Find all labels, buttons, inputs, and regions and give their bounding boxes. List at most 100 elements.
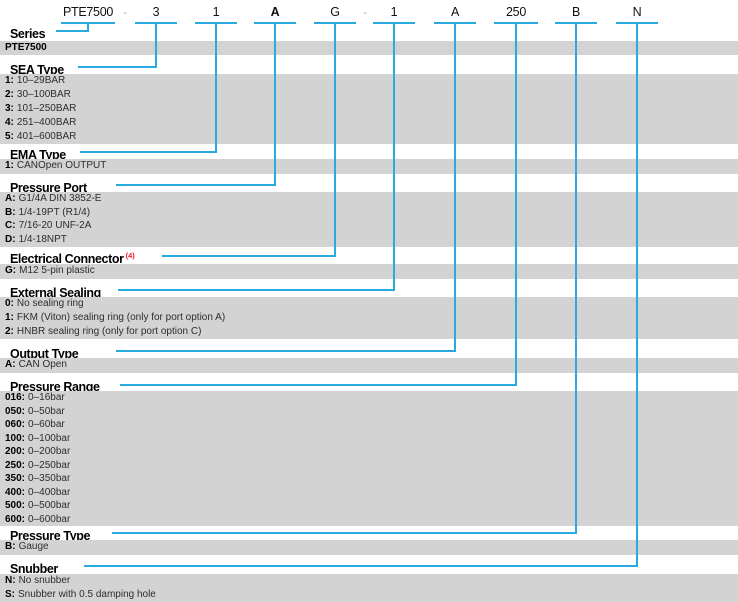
option-row: 3:101–250BAR — [0, 102, 738, 116]
option-key: 2: — [5, 326, 14, 337]
option-key: 1: — [5, 75, 14, 86]
option-row: 0:No sealing ring — [0, 297, 738, 311]
option-row: 500:0–500bar — [0, 499, 738, 513]
option-row: 016:0–16bar — [0, 391, 738, 405]
option-row: 2:HNBR sealing ring (only for port optio… — [0, 325, 738, 339]
option-key: B: — [5, 541, 16, 552]
option-desc: 101–250BAR — [16, 103, 77, 114]
option-key: N: — [5, 575, 16, 586]
section-band-pressure-type: B:Gauge — [0, 540, 738, 555]
option-key: 500: — [5, 500, 26, 511]
option-desc: 0–350bar — [28, 473, 71, 484]
option-key: 4: — [5, 117, 14, 128]
option-desc: 0–500bar — [28, 500, 71, 511]
option-desc: 0–250bar — [28, 459, 71, 471]
option-desc: 1/4-18NPT — [18, 233, 67, 245]
code-segment-pressure-type: B — [571, 5, 581, 19]
option-key: 600: — [5, 513, 26, 525]
option-desc: 30–100BAR — [16, 89, 71, 100]
option-key: S: — [5, 589, 15, 600]
option-row: 600:0–600bar — [0, 513, 738, 527]
option-desc: HNBR sealing ring (only for port option … — [16, 326, 202, 337]
code-segment-pressure-range: 250 — [506, 5, 526, 19]
option-row: 250:0–250bar — [0, 459, 738, 473]
option-desc: Snubber with 0.5 damping hole — [18, 589, 156, 600]
option-key: 1: — [5, 312, 14, 323]
code-segment-pressure-port: A — [270, 5, 280, 19]
option-row: A:CAN Open — [0, 358, 738, 372]
option-desc: 10–29BAR — [16, 75, 66, 86]
section-band-electrical-connector: G:M12 5-pin plastic — [0, 264, 738, 279]
option-desc: Gauge — [18, 541, 49, 552]
section-band-external-sealing: 0:No sealing ring 1:FKM (Viton) sealing … — [0, 297, 738, 339]
option-key: 050: — [5, 405, 26, 417]
section-title-pressure-type: Pressure Type — [10, 529, 91, 544]
option-key: 060: — [5, 419, 26, 430]
option-key: 350: — [5, 473, 26, 484]
code-segment-series: PTE7500 — [62, 5, 114, 19]
footnote-superscript: (4) — [125, 251, 135, 260]
option-key: 1: — [5, 160, 14, 171]
option-key: A: — [5, 193, 16, 204]
option-row: 100:0–100bar — [0, 432, 738, 446]
option-desc: 0–200bar — [28, 446, 71, 457]
option-key: B: — [5, 206, 16, 218]
code-segment-sealing: 1 — [390, 5, 398, 19]
option-key: 0: — [5, 298, 14, 309]
code-separator: - — [123, 5, 127, 19]
option-key: PTE7500 — [5, 42, 47, 53]
option-row: A:G1/4A DIN 3852-E — [0, 192, 738, 206]
option-key: 100: — [5, 432, 26, 444]
option-row: 060:0–60bar — [0, 418, 738, 432]
option-row: G:M12 5-pin plastic — [0, 264, 738, 278]
option-desc: 401–600BAR — [16, 131, 77, 142]
option-desc: 0–60bar — [28, 419, 65, 430]
code-separator: - — [363, 5, 367, 19]
section-band-pressure-port: A:G1/4A DIN 3852-E B:1/4-19PT (R1/4) C:7… — [0, 192, 738, 247]
option-row: 2:30–100BAR — [0, 88, 738, 102]
option-row: 1:FKM (Viton) sealing ring (only for por… — [0, 311, 738, 325]
option-key: 016: — [5, 392, 26, 403]
option-row: B:1/4-19PT (R1/4) — [0, 206, 738, 220]
option-row: 050:0–50bar — [0, 405, 738, 419]
option-key: 3: — [5, 103, 14, 114]
option-desc: CANOpen OUTPUT — [16, 160, 107, 171]
option-desc: 1/4-19PT (R1/4) — [18, 206, 91, 218]
option-desc: 7/16-20 UNF-2A — [18, 220, 92, 232]
option-key: 5: — [5, 131, 14, 142]
code-segment-ema-type: 1 — [212, 5, 220, 19]
option-row: 5:401–600BAR — [0, 130, 738, 144]
option-desc: 0–600bar — [28, 513, 71, 525]
option-desc: 0–100bar — [28, 432, 71, 444]
section-title-snubber: Snubber — [10, 562, 58, 577]
code-segment-output-type: A — [450, 5, 460, 19]
option-row: N:No snubber — [0, 574, 738, 588]
option-desc: No sealing ring — [16, 298, 84, 309]
option-row: 350:0–350bar — [0, 472, 738, 486]
option-key: A: — [5, 359, 16, 370]
option-desc: M12 5-pin plastic — [19, 265, 95, 276]
option-key: G: — [5, 265, 17, 276]
option-row: 4:251–400BAR — [0, 116, 738, 130]
option-row: 400:0–400bar — [0, 486, 738, 500]
option-row: PTE7500 — [0, 41, 738, 55]
section-band-snubber: N:No snubber S:Snubber with 0.5 damping … — [0, 574, 738, 602]
code-segment-connector: G — [330, 5, 340, 19]
option-row: C:7/16-20 UNF-2A — [0, 219, 738, 233]
section-band-output-type: A:CAN Open — [0, 358, 738, 373]
code-segment-snubber: N — [632, 5, 642, 19]
section-title-pressure-port: Pressure Port — [10, 181, 87, 196]
section-title-electrical-connector: Electrical Connector(4) — [10, 251, 135, 267]
option-row: 200:0–200bar — [0, 445, 738, 459]
section-band-series: PTE7500 — [0, 41, 738, 55]
section-band-pressure-range: 016:0–16bar 050:0–50bar 060:0–60bar 100:… — [0, 391, 738, 526]
option-key: 200: — [5, 446, 26, 457]
section-title-output-type: Output Type — [10, 347, 79, 362]
option-desc: CAN Open — [18, 359, 67, 370]
option-desc: 0–400bar — [28, 486, 71, 498]
option-desc: G1/4A DIN 3852-E — [18, 193, 102, 204]
option-row: 1:10–29BAR — [0, 74, 738, 88]
option-desc: No snubber — [18, 575, 71, 586]
section-band-ema-type: 1:CANOpen OUTPUT — [0, 159, 738, 174]
